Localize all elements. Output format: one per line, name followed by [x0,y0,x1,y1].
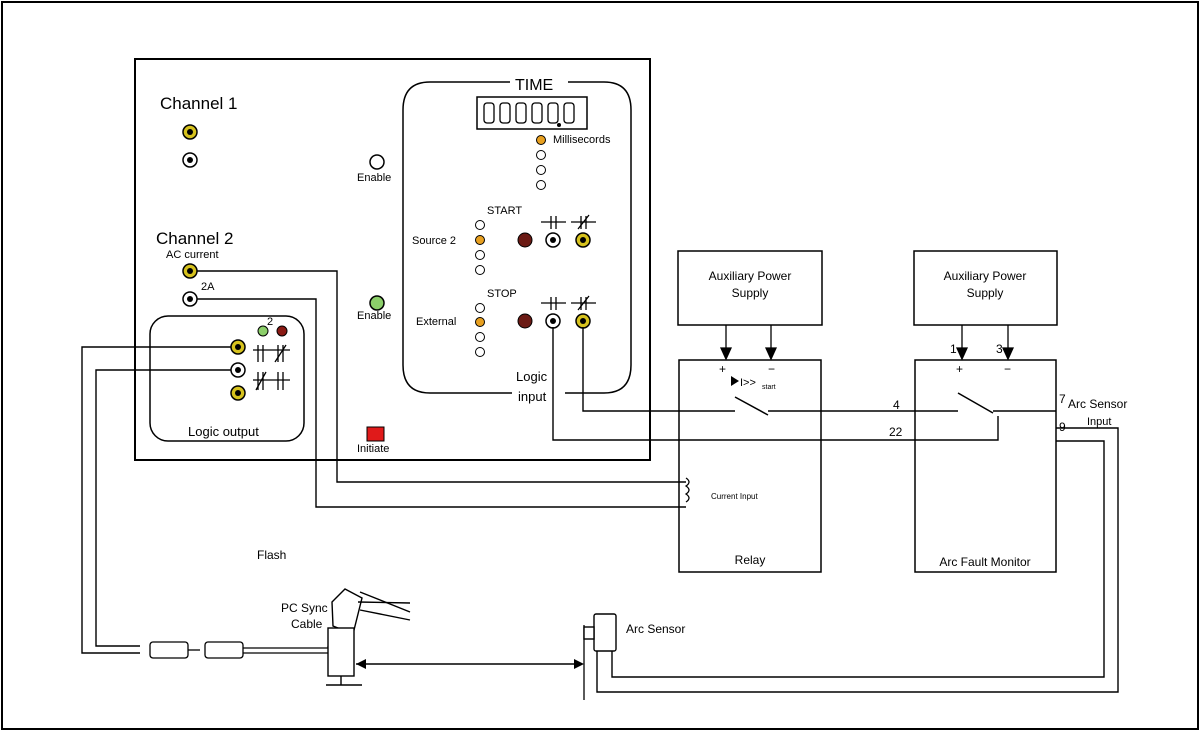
logic-output-led-green [257,325,269,337]
stop-terminal-white[interactable] [545,313,561,329]
initiate-label: Initiate [357,443,389,455]
arc-term-7: 7 [1059,392,1066,406]
channel2-label: Channel 2 [156,229,234,248]
source2-label: Source 2 [412,235,456,247]
enable-bottom-label: Enable [357,310,391,322]
start-led-4 [475,265,485,275]
relay-supply-arrows [719,325,778,361]
arc-monitor-name: Arc Fault Monitor [939,555,1030,569]
sync-arrow-right [574,659,584,669]
stop-led-1 [475,303,485,313]
logic-output-led-red [276,325,288,337]
relay-current-input-label: Current Input [711,492,758,501]
relay-contact [734,396,769,416]
decimal-point [557,123,561,127]
arc-monitor-box [914,359,1057,573]
arc-aux-supply-box [913,250,1058,326]
logic-output-box [149,315,305,442]
relay-start-triangle [731,376,739,386]
arc-sensor-label: Arc Sensor [626,622,685,636]
stop-label: STOP [487,288,517,300]
channel1-terminal-2[interactable] [182,152,198,168]
logic-output-contact-symbols [253,344,290,391]
relay-plus: + [719,362,726,376]
arc-term-4: 4 [893,398,900,412]
arc-supply-arrows [955,325,1015,361]
pc-sync-label-1: PC Sync [281,601,328,615]
time-label: TIME [515,77,553,94]
logic-output-num: 2 [267,316,273,328]
flash-label: Flash [257,548,286,562]
logic-output-terminal-2[interactable] [230,362,246,378]
arc-minus: − [1004,362,1011,376]
relay-name: Relay [735,553,766,567]
logic-input-label-1: Logic [516,369,548,384]
range-2a-label: 2A [201,281,215,293]
arc-sensor-device [583,613,617,652]
arc-term-9: 9 [1059,420,1066,434]
time-panel [402,81,632,394]
sync-arrow-left [356,659,366,669]
relay-start-symbol: I>> [740,377,756,389]
stop-terminal-yellow[interactable] [575,313,591,329]
range-led-2 [536,150,546,160]
range-led-3 [536,165,546,175]
stop-led-4 [475,347,485,357]
relay-aux-supply-box [677,250,823,326]
channel1-terminal-1[interactable] [182,124,198,140]
enable-led-bottom [369,295,385,311]
enable-led-top [369,154,385,170]
relay-coil [684,477,690,503]
start-indicator [517,232,533,248]
milliseconds-label: Millisecords [553,134,611,146]
pc-sync-label-2: Cable [291,617,323,631]
flash-unit [326,588,411,686]
logic-output-terminal-1[interactable] [230,339,246,355]
arc-term-22: 22 [889,425,903,439]
arc-aux-supply-label-1: Auxiliary Power [944,269,1027,283]
relay-aux-supply-label-2: Supply [732,286,769,300]
start-terminal-yellow[interactable] [575,232,591,248]
start-led-2 [475,235,485,245]
arc-term-1: 1 [950,342,957,356]
time-display-digits [483,102,575,124]
arc-plus: + [956,362,963,376]
start-led-1 [475,220,485,230]
arc-aux-supply-label-2: Supply [967,286,1004,300]
pc-sync-plugs [149,641,330,659]
stop-contact-symbols [541,295,596,311]
wiring [81,270,1119,693]
arc-sensor-input-label-2: Input [1087,416,1111,428]
start-contact-symbols [541,214,596,230]
channel1-label: Channel 1 [160,94,238,113]
stop-led-3 [475,332,485,342]
relay-aux-supply-label-1: Auxiliary Power [709,269,792,283]
start-terminal-white[interactable] [545,232,561,248]
start-led-3 [475,250,485,260]
logic-input-label-2: input [518,389,547,404]
range-led-4 [536,180,546,190]
arc-sensor-input-label-1: Arc Sensor [1068,397,1127,411]
ac-current-label: AC current [166,249,219,261]
stop-indicator [517,313,533,329]
initiate-button[interactable] [366,426,385,442]
logic-output-terminal-3[interactable] [230,385,246,401]
arc-term-3: 3 [996,342,1003,356]
enable-top-label: Enable [357,172,391,184]
range-led-ms [536,135,546,145]
logic-output-label: Logic output [188,424,259,439]
channel2-terminal-1[interactable] [182,263,198,279]
relay-box [678,359,822,573]
stop-led-2 [475,317,485,327]
start-label: START [487,205,522,217]
external-label: External [416,316,456,328]
channel2-terminal-2[interactable] [182,291,198,307]
relay-minus: − [768,362,775,376]
arc-contact [957,392,994,414]
relay-start-sub: start [762,384,776,391]
